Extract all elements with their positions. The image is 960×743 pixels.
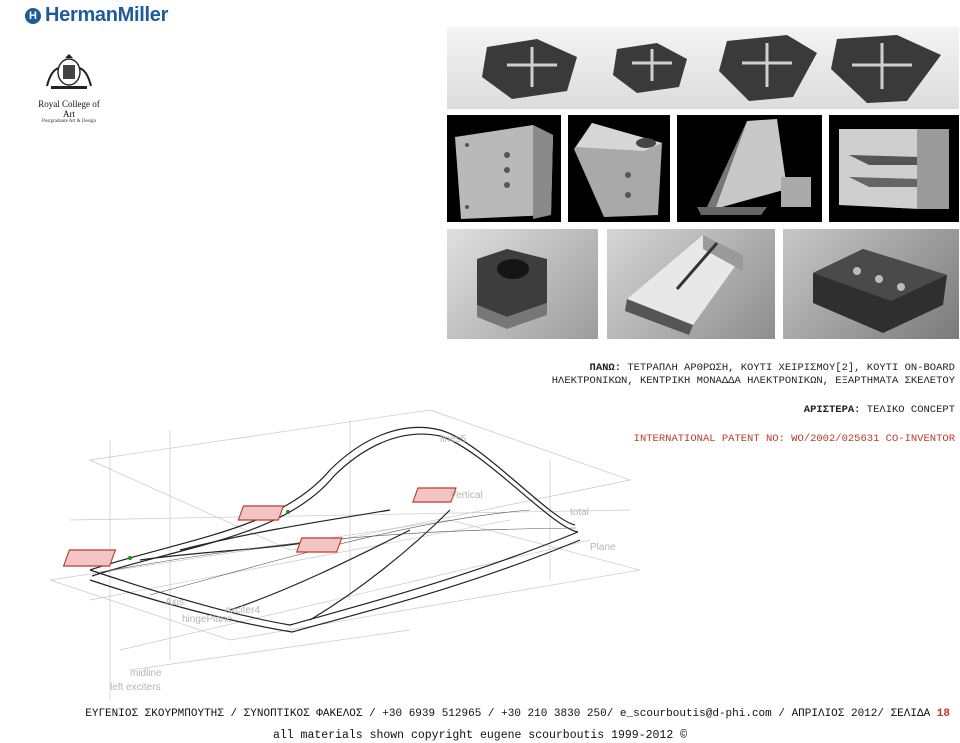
caption-top-line2: ΗΛΕΚΤΡΟΝΙΚΩΝ, ΚΕΝΤΡΙΚΗ ΜΟΝΑΔΔΑ ΗΛΕΚΤΡΟΝΙ… [551,375,955,387]
central-unit-render [829,115,959,222]
bracket-render [607,229,775,339]
footer-contact: ΕΥΓΕΝΙΟΣ ΣΚΟΥΡΜΠΟΥΤΗΣ / ΣΥΝΟΠΤΙΚΟΣ ΦΑΚΕΛ… [0,708,950,720]
caption-top-label: ΠΑΝΩ: [589,362,622,374]
label-left-exciters: left exciters [110,682,161,693]
control-box-render-2 [568,115,670,222]
label-plane: Plane [590,542,616,553]
hermanmiller-logo: H HermanMiller [25,4,168,27]
caption-left-label: ΑΡΙΣΤΕΡΑ: [803,404,861,416]
frame-joint-render [447,229,598,339]
rca-logo: Royal College of Art Postgraduate Art & … [34,50,104,124]
label-lines5: lines5 [440,434,467,445]
label-midline: midline [130,668,162,679]
college-name: Royal College of Art [38,99,100,119]
college-subtitle: Postgraduate Art & Design [41,119,97,124]
caption-left: ΑΡΙΣΤΕΡΑ: ΤΕΛΙΚΟ CONCEPT [804,404,955,417]
control-box-render-1 [447,115,561,222]
footer-copyright: all materials shown copyright eugene sco… [272,729,688,742]
page-number: 18 [936,708,950,720]
caption-left-text: ΤΕΛΙΚΟ CONCEPT [860,404,955,416]
brand-name: HermanMiller [45,4,169,26]
onboard-box-render [677,115,822,222]
royal-crest-icon [46,54,92,89]
hm-logo-icon: H [25,7,41,24]
caption-top-line1: ΤΕΤΡΑΠΛΗ ΑΡΘΡΩΣΗ, ΚΟΥΤΙ ΧΕΙΡΙΣΜΟΥ[2], ΚΟ… [621,362,955,374]
label-exciter4: exciter4 [225,605,260,616]
footer-contact-text: ΕΥΓΕΝΙΟΣ ΣΚΟΥΡΜΠΟΥΤΗΣ / ΣΥΝΟΠΤΙΚΟΣ ΦΑΚΕΛ… [85,708,937,720]
label-vertical: Vertical [450,490,483,501]
joint-renders-image [447,27,959,109]
patent-line: INTERNATIONAL PATENT NO: WO/2002/025631 … [633,433,955,445]
label-hinge: hingePlane [182,614,232,625]
skeleton-part-render [783,229,959,339]
concept-wireframe-drawing: Vertical lines5 total Plane exciter4 Axi… [49,409,641,700]
label-total: total [570,507,589,518]
caption-top: ΠΑΝΩ: ΤΕΤΡΑΠΛΗ ΑΡΘΡΩΣΗ, ΚΟΥΤΙ ΧΕΙΡΙΣΜΟΥ[… [552,362,955,388]
label-axis: Axis [165,597,184,608]
